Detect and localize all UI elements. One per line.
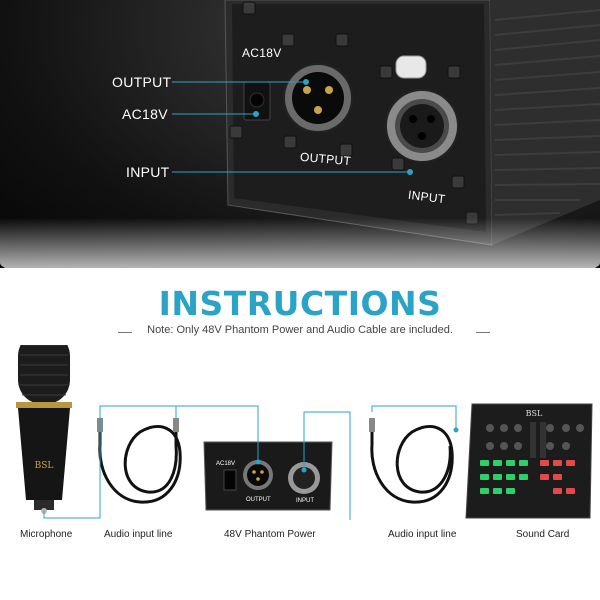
note-divider-left [118,332,132,333]
small-unit-input: INPUT [296,498,314,504]
note-row: Note: Only 48V Phantom Power and Audio C… [0,324,600,340]
sound-card-brand: BSL [526,409,543,418]
product-hero: OUTPUT AC18V INPUT AC18V OUTPUT INPUT [0,0,600,268]
note-divider-right [476,332,490,333]
callout-ac18v: AC18V [122,106,168,122]
hero-fade [0,200,600,268]
small-unit-ac18v: AC18V [216,461,235,467]
phantom-power-unit-closeup [172,0,600,246]
connection-lines [43,405,459,520]
caption-microphone: Microphone [20,529,73,540]
sound-card-image: BSL [465,403,593,519]
phantom-power-unit-small: AC18V OUTPUT INPUT [203,441,333,511]
mic-brand-logo: BSL [35,461,54,471]
panel-label-ac18v: AC18V [242,46,282,60]
connection-diagram: BSL AC18V OUTPUT INPUT [16,345,593,520]
instructions-title: INSTRUCTIONS [158,284,442,323]
audio-cable-1 [98,425,182,504]
note-text: Note: Only 48V Phantom Power and Audio C… [147,324,453,336]
caption-audio-line-1: Audio input line [104,529,173,540]
caption-phantom-power: 48V Phantom Power [224,529,316,540]
microphone-image: BSL [16,345,72,514]
caption-audio-line-2: Audio input line [388,529,457,540]
caption-sound-card: Sound Card [516,529,570,540]
callout-input: INPUT [126,164,170,180]
audio-cable-2 [370,425,454,504]
small-unit-output: OUTPUT [246,497,271,503]
callout-output: OUTPUT [112,74,172,90]
